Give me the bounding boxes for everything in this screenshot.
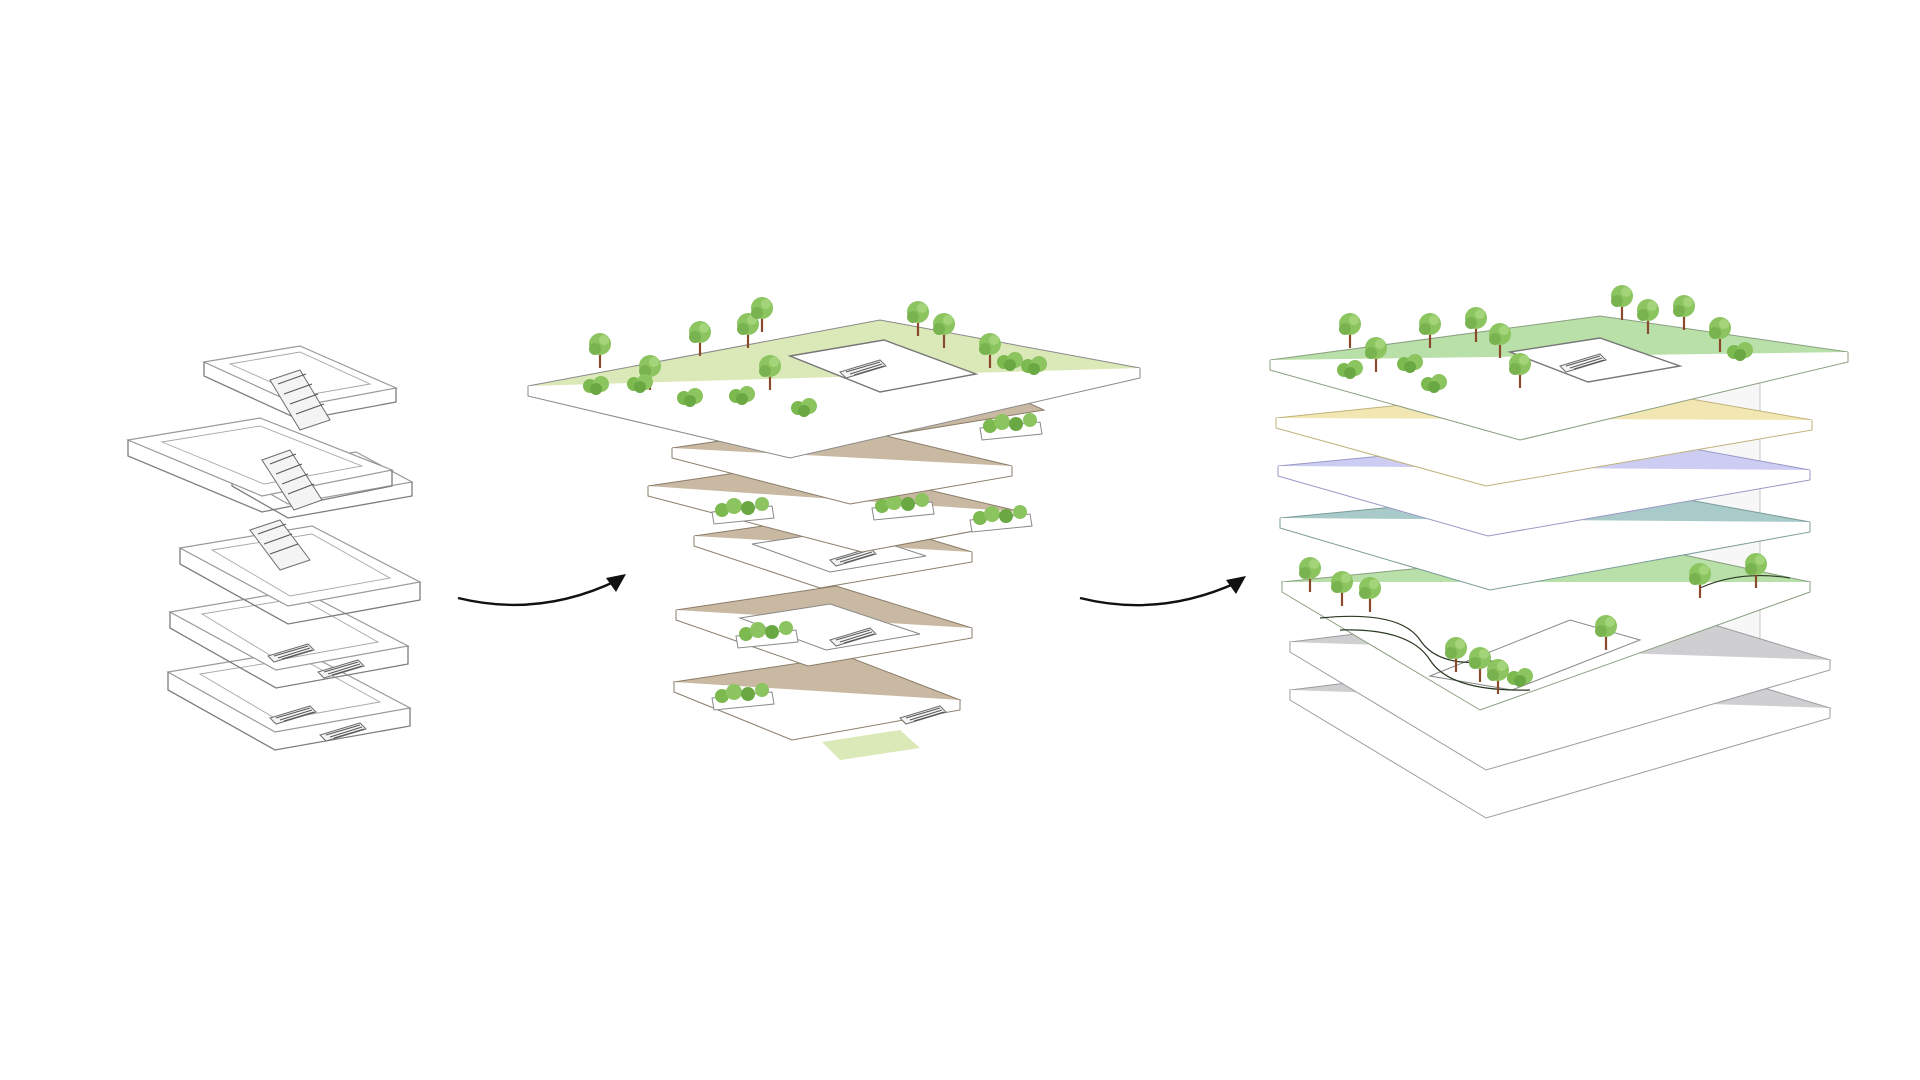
stage-structure bbox=[125, 345, 422, 751]
arrow-head-icon bbox=[606, 574, 626, 592]
layer-green-garden bbox=[1280, 545, 1812, 711]
arrow-structure-to-green bbox=[457, 574, 626, 607]
terrace-slab-6 bbox=[672, 655, 962, 741]
arrow-head-icon bbox=[1226, 576, 1246, 594]
stage-program-layers bbox=[1269, 283, 1849, 819]
roof-slab-green bbox=[527, 295, 1141, 459]
terrace-slab-4 bbox=[693, 513, 973, 589]
layer-green-roof bbox=[1269, 283, 1849, 441]
stage-green-terraces bbox=[527, 295, 1141, 760]
wire-slab-5 bbox=[168, 589, 410, 689]
arrow-green-to-layers bbox=[1079, 576, 1246, 607]
wire-slab-2 bbox=[125, 417, 395, 513]
wire-stairs bbox=[249, 369, 331, 571]
terrace-slab-5 bbox=[675, 585, 973, 667]
